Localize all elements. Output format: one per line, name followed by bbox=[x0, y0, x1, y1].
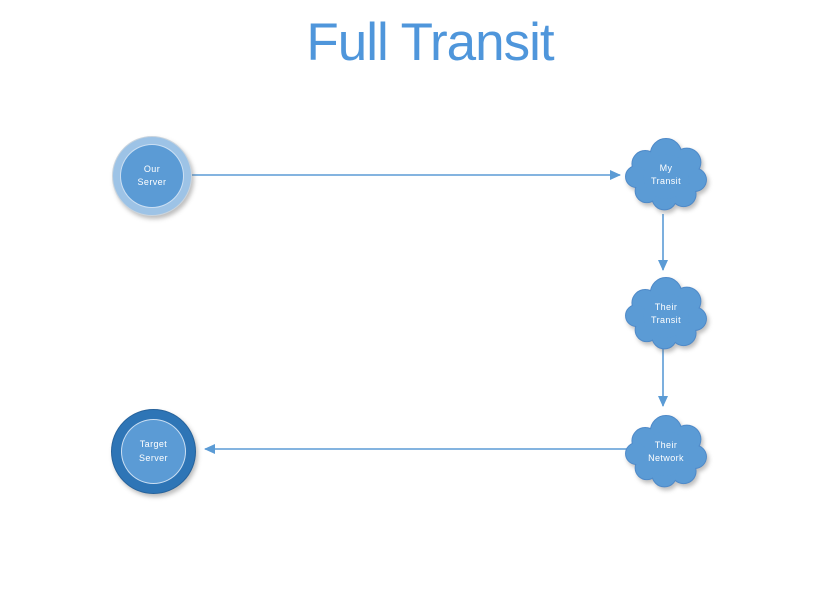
label-line: Server bbox=[139, 452, 168, 463]
node-label-our-server: Our Server bbox=[138, 163, 167, 189]
target-server-circle: Target Server bbox=[121, 419, 186, 484]
node-target-server: Target Server bbox=[111, 409, 196, 494]
cloud-shape-their-network bbox=[625, 415, 707, 488]
node-our-server: Our Server bbox=[112, 136, 192, 216]
label-line: Target bbox=[139, 439, 168, 450]
node-label-target-server: Target Server bbox=[139, 438, 168, 464]
our-server-circle: Our Server bbox=[120, 144, 184, 208]
cloud-shape-my-transit bbox=[625, 138, 707, 211]
label-line: Server bbox=[137, 177, 167, 187]
slide-title: Full Transit bbox=[306, 13, 554, 72]
label-line: Our bbox=[143, 163, 161, 174]
cloud-shape-their-transit bbox=[625, 277, 707, 350]
